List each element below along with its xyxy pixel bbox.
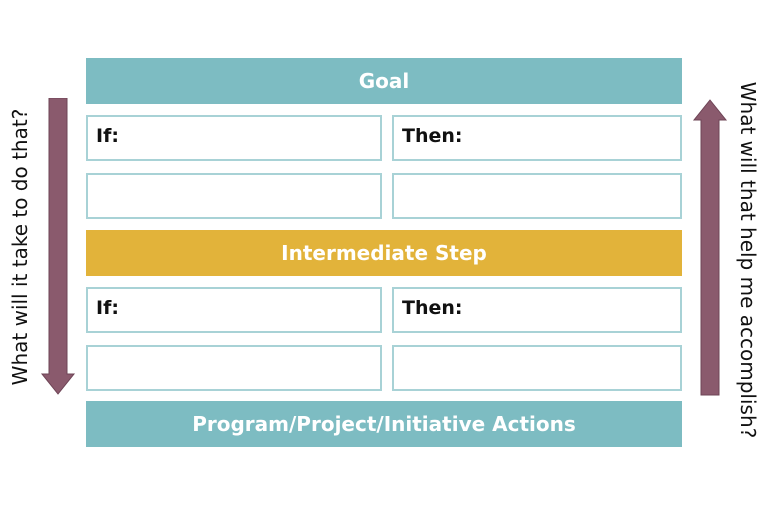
left-side-question: What will it take to do that?	[8, 108, 32, 386]
right-side-question: What will that help me accomplish?	[736, 81, 760, 439]
upper-then-cell: Then:	[392, 115, 682, 161]
intermediate-step-bar: Intermediate Step	[86, 230, 682, 276]
goal-bar: Goal	[86, 58, 682, 104]
lower-if-blank-cell	[86, 345, 382, 391]
actions-bar: Program/Project/Initiative Actions	[86, 401, 682, 447]
lower-then-blank-cell	[392, 345, 682, 391]
down-arrow-icon	[40, 98, 76, 395]
lower-if-cell: If:	[86, 287, 382, 333]
upper-if-blank-cell	[86, 173, 382, 219]
up-arrow-icon	[692, 99, 728, 396]
upper-then-blank-cell	[392, 173, 682, 219]
upper-if-cell: If:	[86, 115, 382, 161]
lower-then-cell: Then:	[392, 287, 682, 333]
